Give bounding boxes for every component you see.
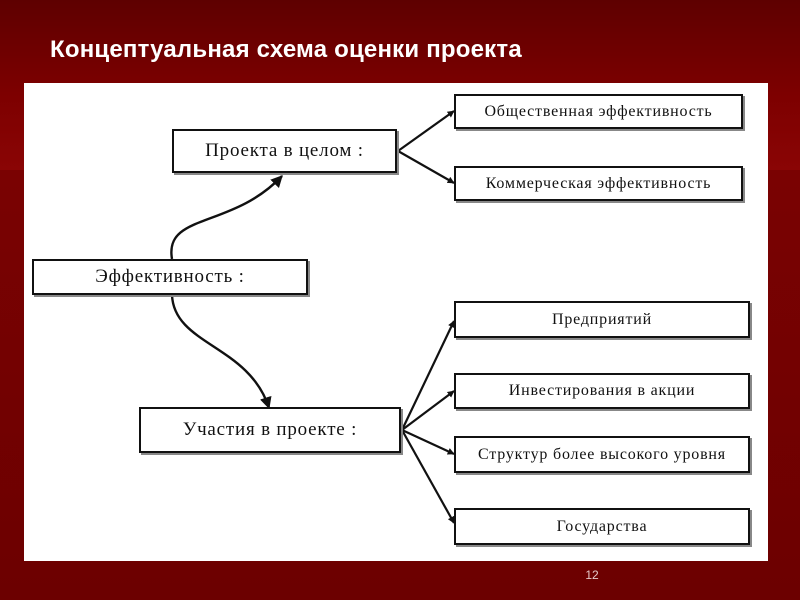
arrow-to-state — [401, 429, 455, 524]
curve-root-to-project-whole — [170, 175, 283, 260]
project-whole-node: Проекта в целом : — [172, 129, 397, 173]
stock-investment-node: Инвестирования в акции — [454, 373, 750, 409]
state-node: Государства — [454, 508, 750, 545]
higher-level-structures-node: Структур более высокого уровня — [454, 436, 750, 473]
arrow-to-enterprises — [401, 320, 455, 431]
arrow-to-higher-structures — [401, 429, 455, 455]
slide-title: Концептуальная схема оценки проекта — [50, 36, 522, 63]
arrow-to-commercial-efficiency — [397, 150, 455, 184]
enterprises-node: Предприятий — [454, 301, 750, 338]
diagram-connectors — [170, 110, 455, 524]
curve-root-to-participation — [170, 294, 272, 410]
commercial-efficiency-node: Коммерческая эффективность — [454, 166, 743, 201]
page-number: 12 — [585, 568, 599, 582]
arrow-to-stock-investment — [401, 390, 455, 431]
efficiency-root-node: Эффективность : — [32, 259, 308, 295]
participation-node: Участия в проекте : — [139, 407, 401, 453]
public-efficiency-node: Общественная эффективность — [454, 94, 743, 129]
arrow-to-public-efficiency — [397, 110, 455, 152]
diagram-panel: Эффективность : Проекта в целом : Участи… — [24, 83, 768, 561]
